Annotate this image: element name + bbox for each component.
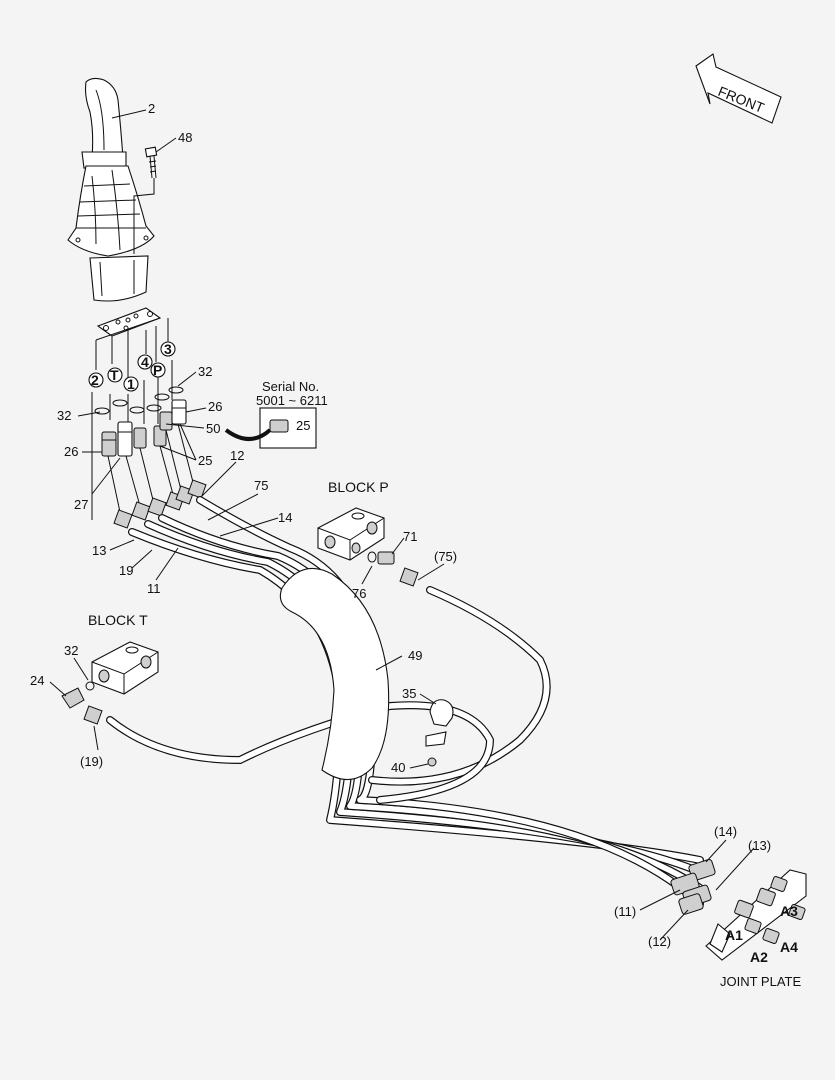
block-t [85, 641, 159, 695]
block-p [317, 507, 385, 561]
joint-plate-label: JOINT PLATE [720, 974, 801, 989]
port-a1: A1 [725, 927, 743, 943]
callout-14: 14 [278, 510, 292, 525]
serial-part-number: 25 [296, 418, 310, 433]
clamp-35 [425, 699, 454, 767]
joint-plate [670, 858, 807, 961]
serial-range: 5001 ~ 6211 [256, 393, 328, 408]
callout-35: 35 [402, 686, 416, 701]
callout-27: 27 [74, 497, 88, 512]
callout-11: 11 [147, 581, 161, 596]
fitting-71 [367, 551, 419, 587]
callout-19p: (19) [80, 754, 103, 769]
port-markers: 2 T 1 4 P 3 [88, 341, 176, 392]
callout-50: 50 [206, 421, 220, 436]
port-a3: A3 [780, 903, 798, 919]
hose-end-nuts [113, 479, 207, 529]
hose-bundle [106, 496, 704, 908]
callout-32c: 32 [64, 643, 78, 658]
joystick-grip [84, 77, 124, 159]
block-t-label: BLOCK T [88, 612, 148, 628]
callout-11p: (11) [614, 904, 636, 919]
serial-title: Serial No. [262, 379, 319, 394]
port-marker-t: T [110, 367, 119, 383]
o-rings [94, 386, 184, 415]
port-marker-p: P [153, 362, 162, 378]
port-marker-1: 1 [127, 376, 135, 392]
callout-40: 40 [391, 760, 405, 775]
callout-32a: 32 [198, 364, 212, 379]
port-marker-4: 4 [141, 354, 149, 370]
callout-24: 24 [30, 673, 44, 688]
callout-13: 13 [92, 543, 106, 558]
callout-75: 75 [254, 478, 268, 493]
front-arrow: FRONT [695, 53, 782, 124]
callout-numbers: 2 48 32 32 26 50 25 26 27 12 75 14 13 19… [30, 101, 771, 949]
block-p-label: BLOCK P [328, 479, 389, 495]
callout-71: 71 [403, 529, 417, 544]
callout-32b: 32 [57, 408, 71, 423]
callout-26b: 26 [64, 444, 78, 459]
joystick-assembly [67, 77, 162, 337]
fittings [101, 399, 195, 513]
bolt-48 [144, 146, 158, 179]
callout-76: 76 [352, 586, 366, 601]
callout-25: 25 [198, 453, 212, 468]
port-leader-lines [91, 317, 173, 520]
callout-48: 48 [178, 130, 192, 145]
port-a2: A2 [750, 949, 768, 965]
callout-19: 19 [119, 563, 133, 578]
port-marker-3: 3 [164, 341, 172, 357]
joint-plate-fittings [670, 858, 806, 944]
protective-sleeve-49 [279, 567, 390, 781]
callout-75p: (75) [434, 549, 457, 564]
joystick-boot [67, 165, 155, 257]
callout-26a: 26 [208, 399, 222, 414]
callout-12: 12 [230, 448, 244, 463]
callout-12p: (12) [648, 934, 671, 949]
joystick-base [89, 255, 149, 302]
callout-13p: (13) [748, 838, 771, 853]
callout-2: 2 [148, 101, 155, 116]
elbow-24 [61, 687, 103, 725]
port-marker-2: 2 [91, 372, 99, 388]
serial-note: Serial No. 5001 ~ 6211 25 [224, 379, 328, 449]
port-a4: A4 [780, 939, 798, 955]
callout-14p: (14) [714, 824, 737, 839]
callout-49: 49 [408, 648, 422, 663]
callout-leaders [49, 109, 755, 941]
